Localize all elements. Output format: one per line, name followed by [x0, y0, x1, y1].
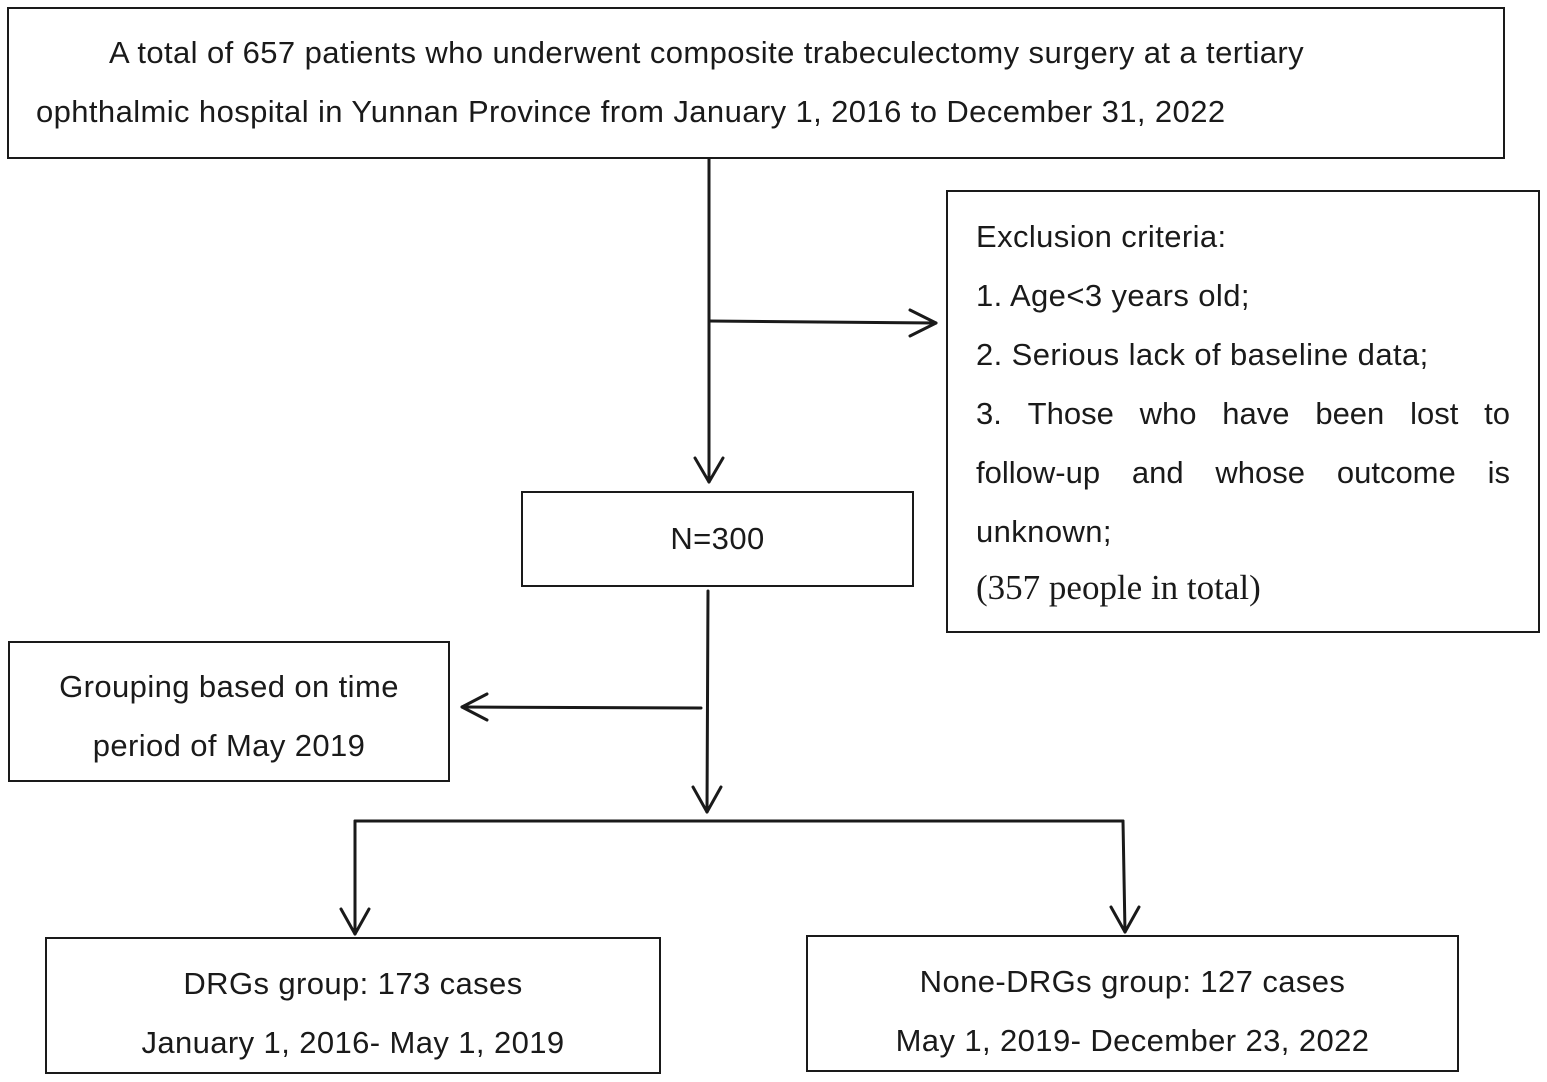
n-total-box: N=300: [521, 491, 914, 587]
total-patients-line-1: A total of 657 patients who underwent co…: [109, 35, 1304, 70]
word: have: [1222, 396, 1290, 431]
total-patients-box: A total of 657 patients who underwent co…: [7, 7, 1505, 159]
word: follow-up: [976, 455, 1101, 490]
exclusion-heading: Exclusion criteria:: [976, 219, 1227, 254]
drg-group-period: January 1, 2016- May 1, 2019: [141, 1025, 565, 1060]
exclusion-item-baseline: 2. Serious lack of baseline data;: [976, 337, 1429, 372]
word: and: [1131, 455, 1184, 490]
word: 3.: [976, 396, 1002, 431]
arrowhead-to-nondrg-box: [1109, 905, 1141, 934]
arrowhead-to-drg-box: [339, 907, 371, 936]
connector-to-nondrg: [1121, 819, 1127, 934]
word: is: [1487, 455, 1510, 490]
word: who: [1139, 396, 1197, 431]
exclusion-item-lost-line-3: unknown;: [976, 514, 1112, 549]
n-total-label: N=300: [670, 521, 765, 556]
total-patients-line-2: ophthalmic hospital in Yunnan Province f…: [36, 94, 1226, 129]
nondrg-group-box: None-DRGs group: 127 cases May 1, 2019- …: [806, 935, 1459, 1072]
arrowhead-to-exclusion-box: [908, 308, 938, 338]
nondrg-group-period: May 1, 2019- December 23, 2022: [895, 1023, 1370, 1058]
nondrg-group-count: None-DRGs group: 127 cases: [919, 964, 1346, 999]
connector-to-exclusion: [707, 319, 938, 325]
word: been: [1315, 396, 1385, 431]
exclusion-item-lost-line-1: 3. Those who have been lost to: [976, 396, 1510, 432]
connector-to-grouping: [460, 705, 703, 710]
word: whose: [1215, 455, 1306, 490]
exclusion-item-age: 1. Age<3 years old;: [976, 278, 1250, 313]
exclusion-criteria-box: Exclusion criteria: 1. Age<3 years old; …: [946, 190, 1540, 633]
drg-group-count: DRGs group: 173 cases: [183, 966, 523, 1001]
arrowhead-to-n-box: [693, 456, 725, 484]
arrowhead-to-grouping-box: [460, 692, 489, 722]
grouping-line-1: Grouping based on time: [59, 669, 399, 704]
word: to: [1484, 396, 1510, 431]
word: Those: [1027, 396, 1114, 431]
arrowhead-to-split: [691, 785, 723, 814]
word: lost: [1410, 396, 1459, 431]
drg-group-box: DRGs group: 173 cases January 1, 2016- M…: [45, 937, 661, 1074]
grouping-box: Grouping based on time period of May 201…: [8, 641, 450, 782]
connector-n-to-split: [705, 589, 710, 814]
exclusion-item-lost-line-2: follow-up and whose outcome is: [976, 455, 1510, 491]
grouping-line-2: period of May 2019: [92, 728, 366, 763]
exclusion-total: (357 people in total): [976, 568, 1261, 607]
word: outcome: [1336, 455, 1456, 490]
